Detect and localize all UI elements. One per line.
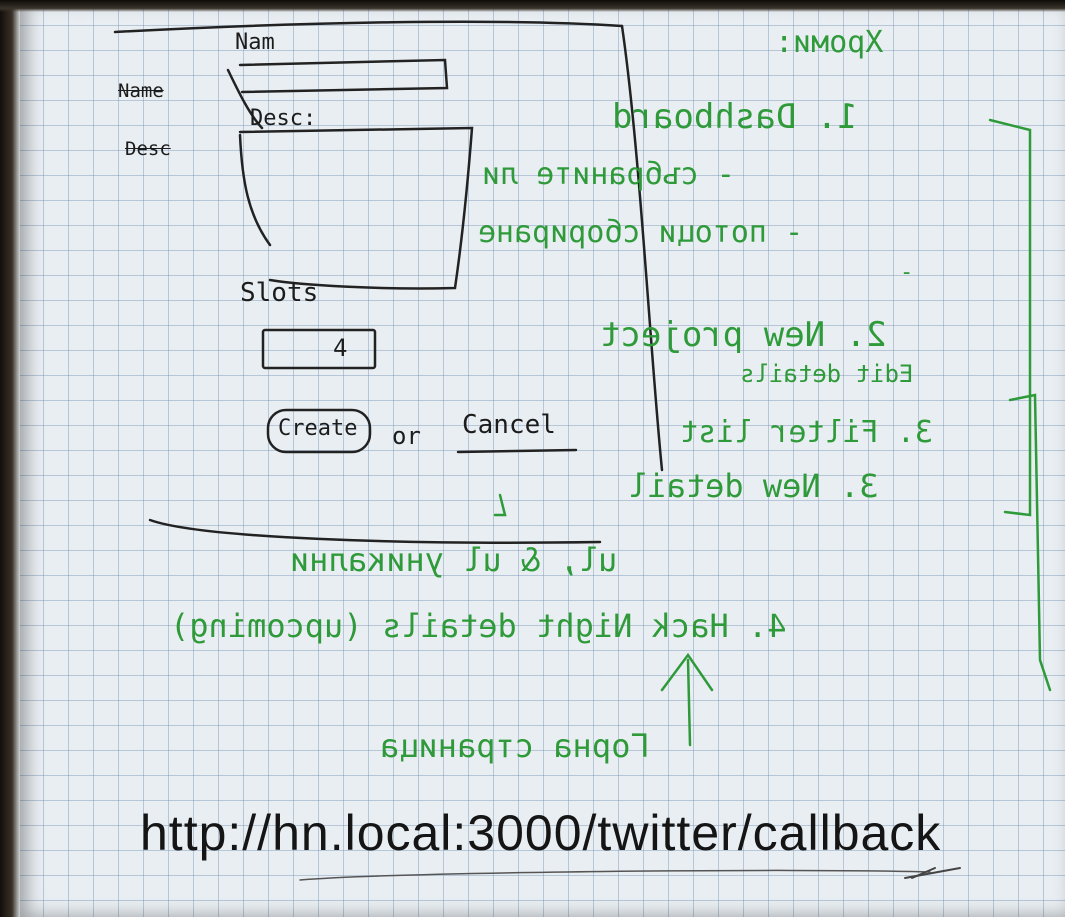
wireframe-bottom-line (148, 518, 602, 544)
page-edge (0, 0, 20, 917)
callback-url: http://hn.local:3000/twitter/callback (140, 805, 942, 861)
left-name-label: Name (118, 80, 164, 102)
desc-label: Desc: (250, 106, 317, 131)
desc-textarea-sketch (238, 126, 474, 290)
notes-item-3: 3. Filter list (680, 415, 933, 450)
notes-item-1-sub-3: - (900, 260, 914, 285)
slots-input-sketch (261, 328, 377, 370)
arrow-up-icon (686, 658, 692, 747)
create-button-sketch (266, 408, 372, 454)
notes-ul-line: ul, & ul уникални (290, 541, 618, 579)
notes-header: Хроми: (775, 25, 884, 60)
slots-label: Slots (240, 278, 319, 308)
name-input-sketch (238, 58, 449, 94)
notebook-page (18, 0, 1065, 917)
notes-item-2-sub: Edit details (740, 360, 914, 388)
notes-item-1: 1. Dashboard (612, 97, 858, 137)
notes-item-1-sub-2: - потоци сбориране (478, 215, 804, 250)
slots-value: 4 (333, 334, 348, 362)
notes-arrow-note: Горна страница (380, 727, 650, 765)
notes-item-4: 3. New detail (628, 467, 879, 505)
name-label: Nam (235, 30, 275, 55)
notes-item-2: 2. New project (600, 315, 887, 355)
wireframe-right-line (620, 24, 664, 472)
wireframe-top-line (113, 20, 624, 34)
or-text: or (392, 422, 421, 450)
cancel-link: Cancel (462, 410, 556, 440)
create-button: Create (278, 416, 358, 441)
notes-item-1-sub-1: - събраните ли (482, 157, 735, 192)
page-top-edge (0, 0, 1065, 12)
notes-item-5: 4. Hack Night details (upcoming) (170, 607, 787, 645)
left-desc-label: Desc (125, 138, 171, 160)
